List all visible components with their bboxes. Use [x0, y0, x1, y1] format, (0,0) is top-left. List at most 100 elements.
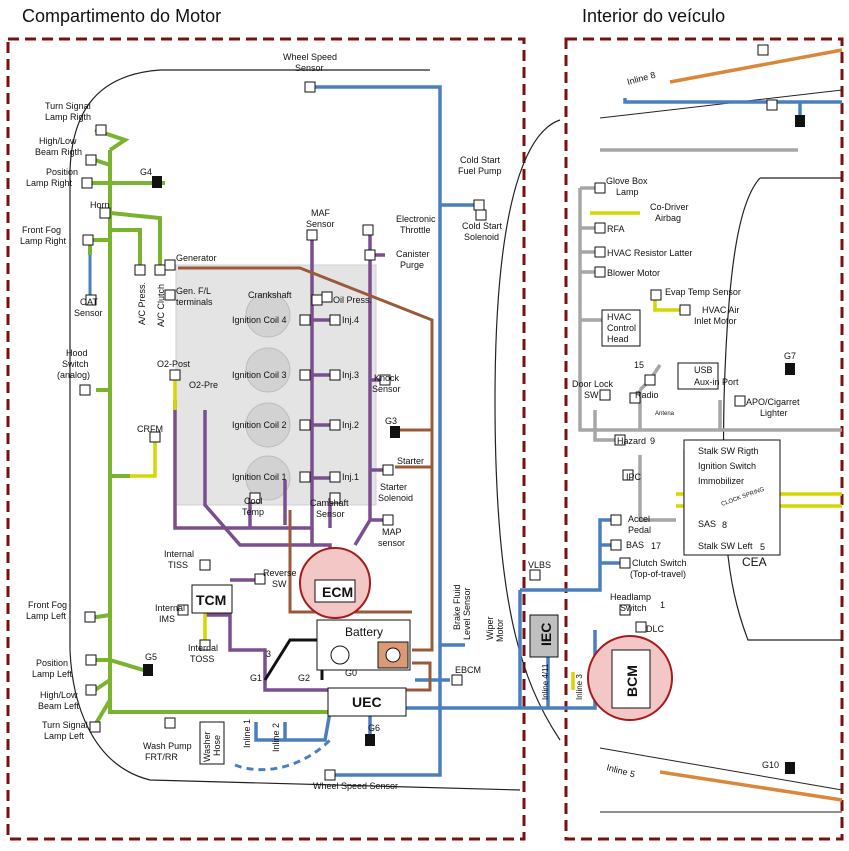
- label-reverse2: SW: [272, 579, 287, 589]
- ecm-box[interactable]: [314, 579, 356, 603]
- washer-hose-box: [199, 721, 225, 765]
- label-high-low-right2: Beam Rigth: [35, 147, 82, 157]
- label-hvac-res: HVAC Resistor Latter: [607, 248, 692, 258]
- label-starter: Starter: [397, 456, 424, 466]
- label-washer-hose2: Hose: [212, 735, 222, 756]
- label-internal-tiss2: TISS: [168, 560, 188, 570]
- orange-harness: [659, 48, 843, 802]
- label-canister2: Purge: [400, 260, 424, 270]
- label-ign3: Ignition Coil 3: [232, 370, 287, 380]
- label-position-left: Position: [36, 658, 68, 668]
- label-num5: 5: [760, 542, 765, 552]
- label-glove2: Lamp: [616, 187, 639, 197]
- hvac-control-head-box[interactable]: [601, 309, 641, 347]
- label-g0: G0: [345, 668, 357, 678]
- label-codriver: Co-Driver: [650, 202, 689, 212]
- label-rfa: RFA: [607, 224, 625, 234]
- label-ign4: Ignition Coil 4: [232, 315, 287, 325]
- cylinder-1: [245, 455, 291, 501]
- label-num9: 9: [650, 436, 655, 446]
- label-clutch: Clutch Switch: [632, 558, 687, 568]
- label-num1: 1: [660, 600, 665, 610]
- label-position-right: Position: [46, 167, 78, 177]
- label-turn-signal-right: Turn Signal: [45, 101, 91, 111]
- label-high-low-right: High/Low: [39, 136, 77, 146]
- interior-zone-border: [564, 37, 844, 841]
- engine-zone-border: [6, 37, 526, 841]
- firewall-outline: [494, 119, 561, 741]
- label-wash-pump2: FRT/RR: [145, 752, 178, 762]
- label-internal-ims: Internal: [155, 603, 185, 613]
- label-apo2: Lighter: [760, 408, 788, 418]
- tcm-box[interactable]: [191, 584, 233, 614]
- label-camshaft: Camshaft: [310, 498, 349, 508]
- label-ign1: Ignition Coil 1: [232, 472, 287, 482]
- label-o2-pre: O2-Pre: [189, 380, 218, 390]
- label-vlbs: VLBS: [528, 560, 551, 570]
- cea-box[interactable]: [683, 439, 781, 556]
- label-starter-sol2: Solenoid: [378, 493, 413, 503]
- label-hood: Hood: [66, 348, 88, 358]
- dash-outline: [722, 177, 842, 641]
- label-hood2: Switch: [62, 359, 89, 369]
- label-door-lock: Door Lock: [572, 379, 614, 389]
- label-wheel-speed-top2: Sensor: [295, 63, 324, 73]
- label-wiper: Wiper: [485, 616, 495, 640]
- label-num15: 15: [634, 360, 644, 370]
- engine-labels: Wheel Speed Sensor Turn Signal Lamp Rigt…: [20, 52, 505, 791]
- label-num8: 8: [722, 520, 727, 530]
- bcm-box[interactable]: [611, 649, 651, 709]
- label-oat: OAT: [80, 297, 98, 307]
- ecm-label: ECM: [322, 584, 353, 600]
- label-maf2: Sensor: [306, 219, 335, 229]
- zone-title-engine: Compartimento do Motor: [22, 6, 221, 26]
- label-inline1: Inline 1: [242, 719, 252, 748]
- label-g2: G2: [298, 673, 310, 683]
- ground-wires: [263, 638, 324, 681]
- label-usb: USB: [694, 365, 713, 375]
- label-wiper2: Motor: [495, 619, 505, 642]
- label-ipc: IPC: [626, 472, 642, 482]
- label-door-lock2: SW: [584, 390, 599, 400]
- label-ebcm: EBCM: [455, 665, 481, 675]
- label-elec-throttle2: Throttle: [400, 225, 431, 235]
- label-reverse: Reverse: [263, 568, 297, 578]
- label-front-fog-left: Front Fog: [28, 600, 67, 610]
- label-brake-fluid: Brake Fluid: [452, 584, 462, 630]
- label-num3: 3: [266, 649, 271, 659]
- label-washer-hose: Washer: [202, 731, 212, 762]
- label-antenna: Antena: [655, 411, 675, 417]
- label-stalk-right: Stalk SW Rigth: [698, 446, 759, 456]
- label-ign2: Ignition Coil 2: [232, 420, 287, 430]
- label-radio: Radio: [635, 390, 659, 400]
- brown-harness: [178, 266, 434, 692]
- uec-box[interactable]: [327, 687, 407, 717]
- label-internal-toss2: TOSS: [190, 654, 214, 664]
- label-inj2: Inj.2: [342, 420, 359, 430]
- label-map2: sensor: [378, 538, 405, 548]
- label-inline2: Inline 2: [271, 723, 281, 752]
- cylinder-2: [245, 402, 291, 448]
- label-turn-signal-right2: Lamp Rigth: [45, 112, 91, 122]
- label-inline8: Inline 8: [626, 70, 657, 87]
- label-g3: G3: [385, 416, 397, 426]
- label-elec-throttle: Electronic: [396, 214, 436, 224]
- label-starter-sol: Starter: [380, 482, 407, 492]
- bcm-label: BCM: [624, 665, 640, 697]
- interior-outline: [599, 89, 843, 813]
- label-canister: Canister: [396, 249, 430, 259]
- label-hvac-air: HVAC Air: [702, 305, 739, 315]
- label-hvac-air2: Inlet Motor: [694, 316, 737, 326]
- iec-label: IEC: [538, 623, 554, 646]
- label-generator: Generator: [176, 253, 217, 263]
- label-g6: G6: [368, 723, 380, 733]
- ground-symbols: [143, 115, 805, 774]
- label-cold-sol: Cold Start: [462, 221, 503, 231]
- iec-box[interactable]: [529, 614, 559, 658]
- label-oat2: Sensor: [74, 308, 103, 318]
- label-hvac-head2: Control: [607, 323, 636, 333]
- label-gen-fl2: terminals: [176, 297, 213, 307]
- label-inj4: Inj.4: [342, 315, 359, 325]
- zone-title-interior: Interior do veículo: [582, 6, 725, 26]
